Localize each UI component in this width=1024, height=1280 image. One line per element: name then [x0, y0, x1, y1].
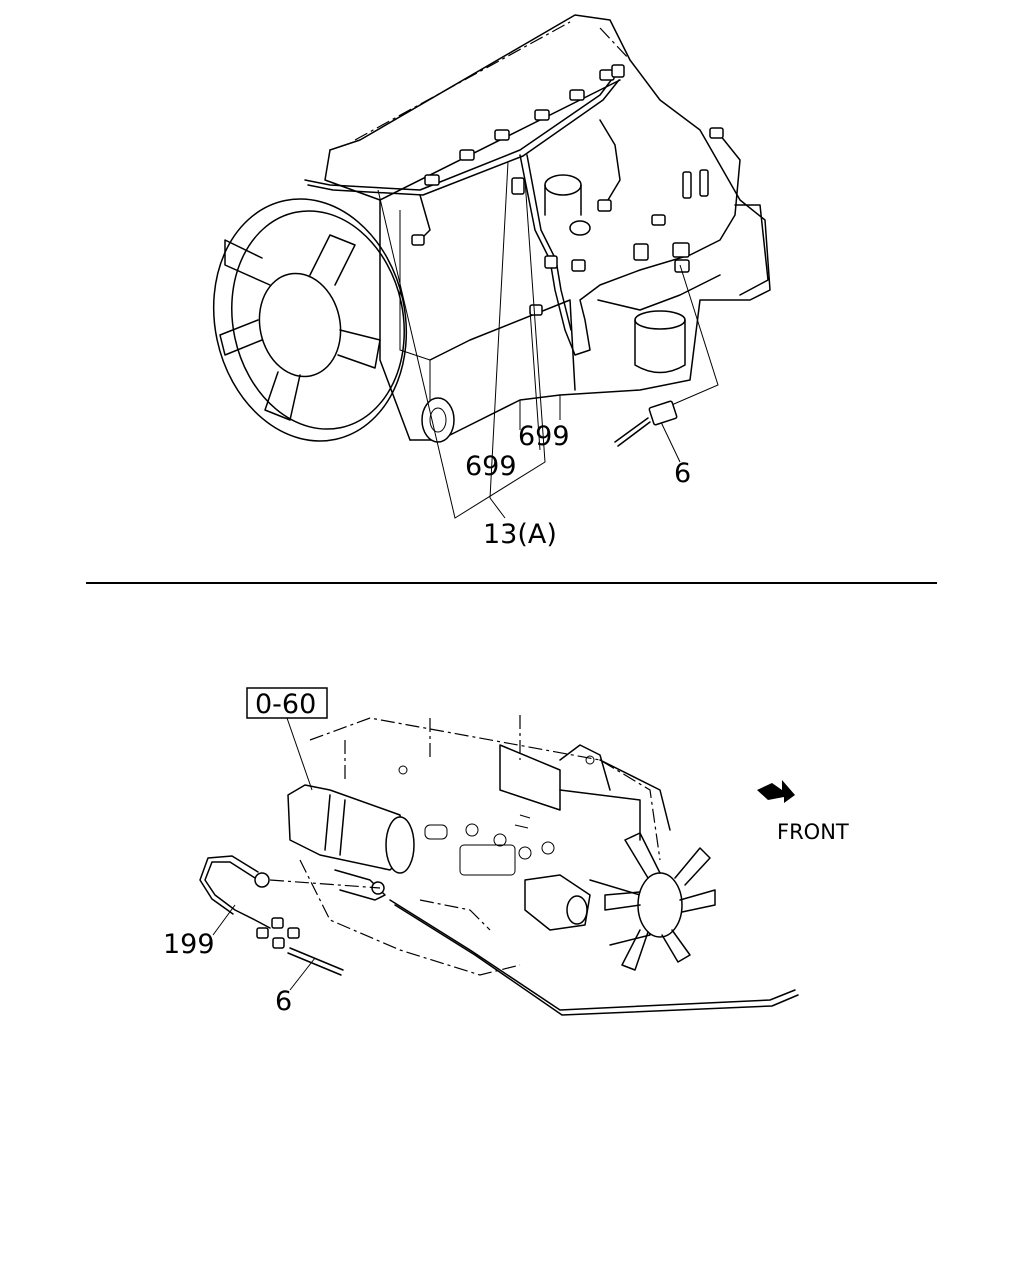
callout-harness-13a: 13(A) — [483, 519, 557, 550]
front-arrow-icon — [757, 780, 795, 803]
callout-sensor-6-top: 6 — [674, 458, 691, 489]
callout-sensor-6-bottom: 6 — [275, 986, 292, 1017]
ref-box-label: 0-60 — [255, 689, 316, 720]
sensor-part-top — [614, 400, 678, 447]
top-engine-illustration — [212, 14, 771, 443]
top-leader-lines — [377, 161, 719, 519]
callout-clip-699-left: 699 — [465, 451, 517, 482]
ref-box-group: 0-60 — [246, 687, 328, 791]
callout-cable-199: 199 — [163, 929, 215, 960]
front-direction-label: FRONT — [777, 820, 849, 844]
bottom-engine-illustration — [287, 715, 799, 1016]
callout-clip-699-right: 699 — [518, 421, 570, 452]
battery-cable — [199, 855, 381, 991]
